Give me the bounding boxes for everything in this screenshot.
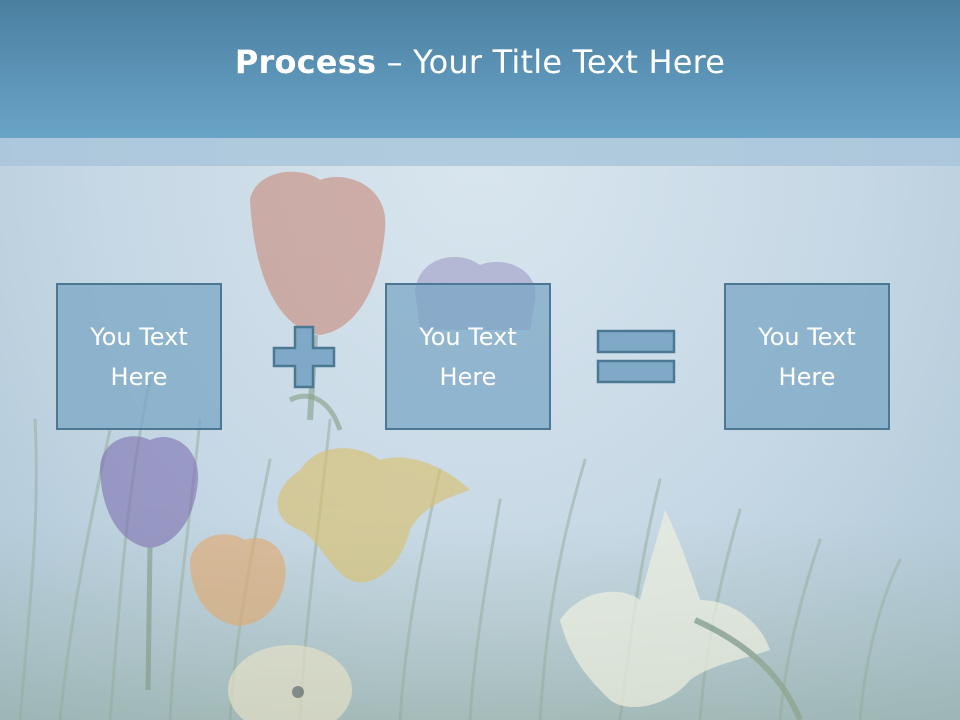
plus-icon [272, 325, 336, 389]
equals-icon [596, 329, 676, 384]
process-box-2[interactable]: You Text Here [385, 283, 551, 430]
process-box-3[interactable]: You Text Here [724, 283, 890, 430]
process-box-1[interactable]: You Text Here [56, 283, 222, 430]
title-bold-text: Process [234, 43, 377, 81]
title-bar: Process – Your Title Text Here [0, 0, 960, 138]
title-rest-text: – Your Title Text Here [376, 43, 726, 81]
title-underbar [0, 138, 960, 166]
slide-title: Process – Your Title Text Here [235, 43, 725, 81]
